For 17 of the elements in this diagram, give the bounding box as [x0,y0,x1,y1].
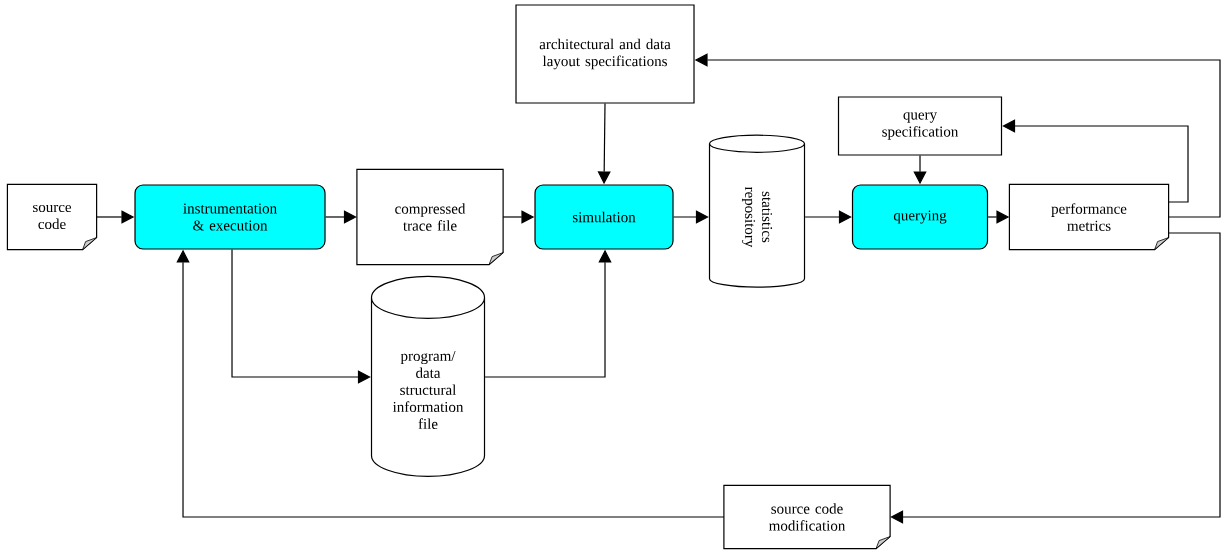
document-box: source code modification [723,484,891,550]
storage-cylinder: program/ data structural information file [370,275,486,478]
document-box: performance metrics [1008,183,1170,251]
document-box: source code [6,183,98,251]
storage-cylinder: statistics repository [708,134,806,288]
process-box: querying [851,184,989,250]
process-box: instrumentation & execution [134,184,326,250]
document-box: compressed trace file [356,168,504,266]
arrow [804,210,852,224]
input-box: architectural and data layout specifications [515,4,695,104]
input-box: query specification [837,96,1003,156]
process-box: simulation [534,184,674,250]
arrow [231,249,371,384]
arrow [1002,119,1189,203]
arrow [673,210,709,224]
arrow [890,232,1221,524]
arrow [325,210,357,224]
